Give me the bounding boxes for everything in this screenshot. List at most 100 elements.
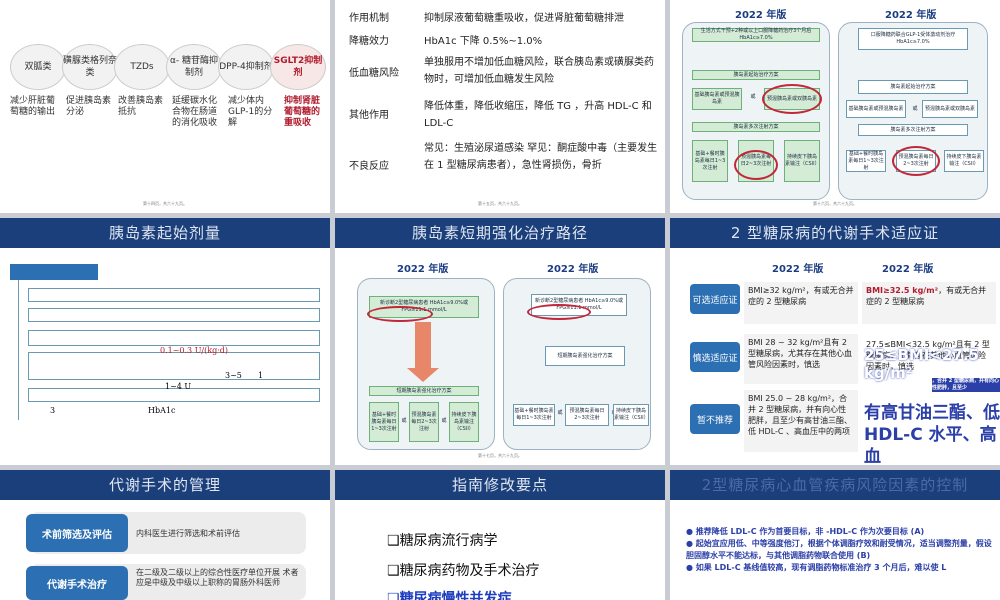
slide-title: 指南修改要点 [335, 470, 665, 500]
highlight-ellipse [734, 150, 778, 180]
row-label: 降糖效力 [349, 36, 389, 47]
year-label: 2022 年版 [735, 10, 787, 21]
slide-title: 2 型糖尿病的代谢手术适应证 [670, 218, 1000, 248]
year-label: 2022 年版 [547, 264, 599, 275]
text-box [28, 308, 320, 322]
slide-thumbnail-6[interactable]: 2 型糖尿病的代谢手术适应证 2022 年版 2022 年版 可选适应证 慎选适… [670, 218, 1000, 465]
slide-footer: 第十五页，共六十九页。 [478, 201, 522, 206]
row-value: 抑制尿液葡萄糖重吸收，促进肾脏葡萄糖排泄 [424, 13, 624, 24]
slide-footer: 第十六页，共六十九页。 [813, 201, 857, 206]
flow-box: 口服降糖药联合GLP-1受体激动剂治疗HbA1c≥7.0% [858, 28, 968, 50]
list-item-text: 糖尿病药物及手术治疗 [399, 563, 540, 579]
header-bar [10, 264, 98, 280]
flow-box: 生活方式干预+2种或以上口服降糖药治疗3个月后HbA1c≥7.0% [692, 28, 820, 42]
flow-box: 预混胰岛素或双胰岛素 [922, 100, 978, 118]
slide-thumbnail-9[interactable]: 2型糖尿病心血管疾病风险因素的控制 ● 推荐降低 LDL-C 作为首要目标，非 … [670, 470, 1000, 600]
flow-box: 短期胰岛素强化治疗方案 [369, 386, 479, 396]
indication-old: BMI 25.0 ~ 28 kg/m²，合并 2 型糖尿病，并有向心性肥胖，且至… [744, 390, 858, 452]
item-label: 代谢手术治疗 [26, 566, 128, 600]
drug-bubble: DPP-4抑制剂 [218, 44, 274, 90]
flow-box: 预混胰岛素每日2~3次注射 [409, 402, 439, 442]
drug-bubble: 磺脲类格列奈类 [62, 44, 118, 90]
row-value: HbA1c 下降 0.5%~1.0% [424, 36, 543, 47]
target-num: 3 [50, 406, 56, 415]
row-label: 其他作用 [349, 110, 389, 121]
effect-text: 减少肝脏葡萄糖的输出 [10, 96, 56, 117]
flow-box: 基础+餐时胰岛素每日1~3次注射 [692, 140, 728, 182]
indication-new: 27.5≤BMI<32.5 kg/m²且有 2 型糖尿病，尤其存在其他心血管风险… [866, 340, 990, 371]
flow-box: 持续皮下胰岛素输注（CSII） [449, 402, 479, 442]
or-label: 或 [912, 105, 918, 112]
slide-title: 胰岛素短期强化治疗路径 [335, 218, 665, 248]
adjust-text: 1 [258, 371, 264, 380]
indication-old: BMI≥32 kg/m²，有或无合并症的 2 型糖尿病 [744, 282, 858, 324]
slide-title: 胰岛素起始剂量 [0, 218, 330, 248]
flow-box: 持续皮下胰岛素输注（CSII） [784, 140, 820, 182]
target-text: HbA1c [148, 406, 176, 415]
slide-thumbnail-7[interactable]: 代谢手术的管理 术前筛选及评估 内科医生进行筛选和术前评估 代谢手术治疗 在二级… [0, 470, 330, 600]
row-label: 低血糖风险 [349, 68, 399, 79]
flow-box: 持续皮下胰岛素输注（CSII） [944, 150, 984, 172]
big-overlay-text: 有高甘油三酯、低 HDL-C 水平、高血 [864, 403, 1000, 465]
indication-old: BMI 28 ~ 32 kg/m²且有 2 型糖尿病，尤其存在其他心血管风险因素… [744, 334, 858, 384]
or-label: 或 [441, 417, 447, 424]
effect-text: 改善胰岛素抵抗 [118, 96, 164, 117]
effect-text: 延缓碳水化合物在肠道的消化吸收 [172, 96, 218, 128]
flow-box: 胰岛素起始治疗方案 [692, 70, 820, 80]
highlight-ellipse [527, 304, 591, 320]
row-label: 作用机制 [349, 13, 389, 24]
effect-text: 减少体内GLP-1的分解 [228, 96, 273, 128]
slide-thumbnail-5[interactable]: 胰岛素短期强化治疗路径 2022 年版 2022 年版 新诊断2型糖尿病患者 H… [335, 218, 665, 465]
item-text: 在二级及二级以上的综合性医疗单位开展 术者应是中级及中级以上职称的胃肠外科医师 [136, 568, 299, 587]
indication-new: BMI≥32.5 kg/m²，有或无合并症的 2 型糖尿病 [862, 282, 996, 324]
arrow-shaft [415, 322, 431, 370]
bullet-item: ● 如果 LDL-C 基线值较高，现有调脂药物标准治疗 3 个月后，难以使 L [686, 563, 947, 572]
text-box [28, 330, 320, 346]
flow-box: 胰岛素多次注射方案 [692, 122, 820, 132]
row-value: 单独服用不增加低血糖风险，联合胰岛素或磺脲类药物时，可增加低血糖发生风险 [424, 57, 654, 85]
flow-box: 基础+餐时胰岛素每日1~3次注射 [513, 404, 555, 426]
slide-footer: 第十四页，共六十九页。 [143, 201, 187, 206]
flow-box: 基础+餐时胰岛素每日1~3次注射 [846, 150, 886, 172]
arrow-head [407, 368, 439, 382]
item-text: 内科医生进行筛选和术前评估 [136, 529, 240, 538]
highlight-ellipse [762, 84, 822, 114]
flow-box: 基础胰岛素或预混胰岛素 [692, 88, 742, 110]
list-item-highlight: ❑糖尿病慢性并发症 [387, 588, 512, 600]
row-value: 常见：生殖泌尿道感染 罕见：酮症酸中毒（主要发生在 1 型糖尿病患者），急性肾损… [424, 143, 658, 171]
flow-box: 持续皮下胰岛素输注（CSII） [613, 404, 649, 426]
bullet-item: ● 推荐降低 LDL-C 作为首要目标，非 -HDL-C 作为次要目标 (A) [686, 527, 925, 536]
slide-thumbnail-8[interactable]: 指南修改要点 ❑糖尿病流行病学 ❑糖尿病药物及手术治疗 ❑糖尿病慢性并发症 [335, 470, 665, 600]
list-item: ❑糖尿病药物及手术治疗 [387, 563, 540, 579]
slide-footer: 第十七页，共六十九页。 [478, 453, 522, 458]
highlight-ellipse [367, 306, 433, 322]
slide-title: 代谢手术的管理 [0, 470, 330, 500]
slide-thumbnail-1[interactable]: 双胍类 磺脲类格列奈类 TZDs α- 糖苷酶抑制剂 DPP-4抑制剂 SGLT… [0, 0, 330, 213]
bullet-text: 推荐降低 LDL-C 作为首要目标，非 -HDL-C 作为次要目标 (A) [695, 527, 925, 536]
year-label: 2022 年版 [397, 264, 449, 275]
connector-line [18, 280, 19, 420]
indication-label: 可选适应证 [690, 284, 740, 314]
flow-box: 基础胰岛素或预混胰岛素 [846, 100, 906, 118]
slide-thumbnail-3[interactable]: 2022 年版 2022 年版 生活方式干预+2种或以上口服降糖药治疗3个月后H… [670, 0, 1000, 213]
effect-text-highlight: 抑制肾脏葡萄糖的重吸收 [284, 96, 321, 128]
slide-thumbnail-4[interactable]: 胰岛素起始剂量 0.1~0.3 U/(kg·d) 3~5 1 1~4 U 3 H… [0, 218, 330, 465]
effect-text: 促进胰岛素分泌 [66, 96, 112, 117]
year-label: 2022 年版 [882, 264, 934, 275]
text-box [28, 352, 320, 380]
bullet-text: 如果 LDL-C 基线值较高，现有调脂药物标准治疗 3 个月后，难以使 L [695, 563, 947, 572]
row-value: 降低体重，降低收缩压，降低 TG ，升高 HDL-C 和 LDL-C [424, 101, 652, 129]
flow-box: 胰岛素起始治疗方案 [858, 80, 968, 94]
slide-thumbnail-2[interactable]: 作用机制 抑制尿液葡萄糖重吸收，促进肾脏葡萄糖排泄 降糖效力 HbA1c 下降 … [335, 0, 665, 213]
dose-text: 0.1~0.3 U/(kg·d) [160, 346, 229, 355]
item-label: 术前筛选及评估 [26, 514, 128, 552]
flow-box: 基础+餐时胰岛素每日1~3次注射 [369, 402, 399, 442]
list-item-text: 糖尿病慢性并发症 [399, 591, 512, 600]
list-item-text: 糖尿病流行病学 [399, 533, 498, 549]
flow-box: 胰岛素多次注射方案 [858, 124, 968, 136]
indication-label: 暂不推荐 [690, 404, 740, 434]
drug-bubble: 双胍类 [10, 44, 66, 90]
or-label: 或 [557, 409, 563, 416]
drug-bubble-highlight: SGLT2抑制剂 [270, 44, 326, 90]
